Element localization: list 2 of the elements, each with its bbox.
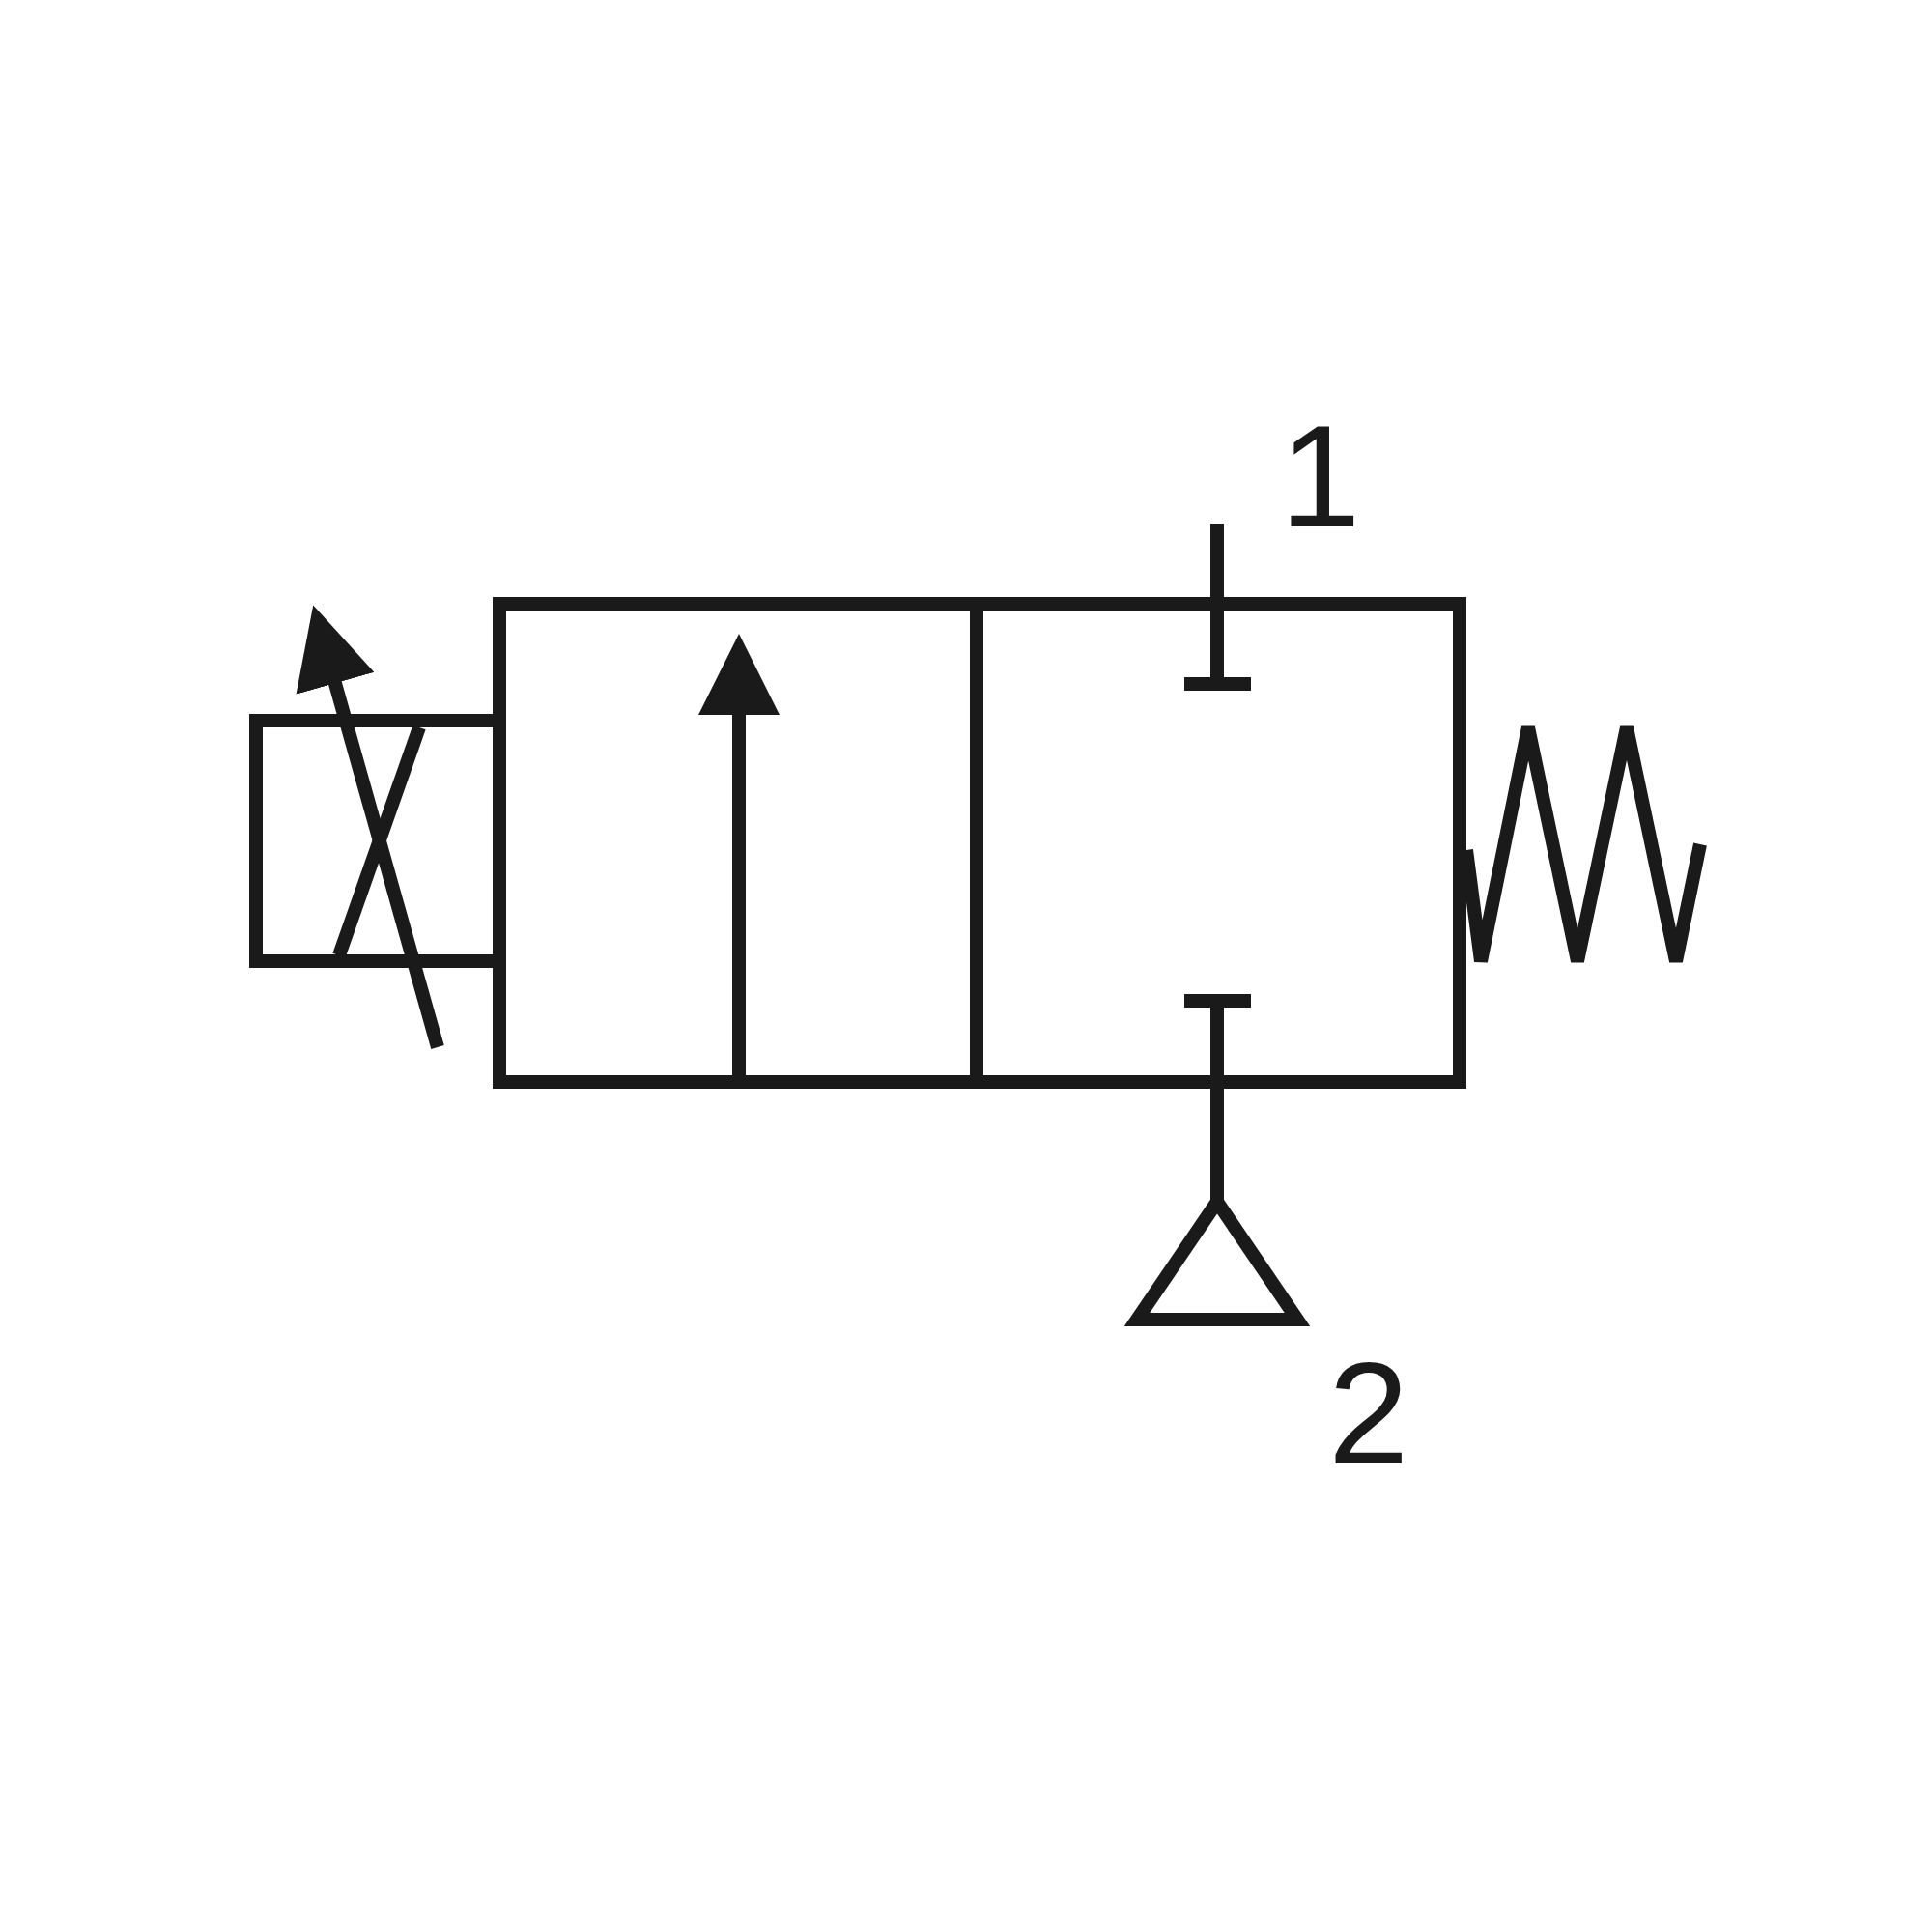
- port-number: 2: [1328, 1341, 1409, 1486]
- port-number: 1: [1280, 404, 1361, 549]
